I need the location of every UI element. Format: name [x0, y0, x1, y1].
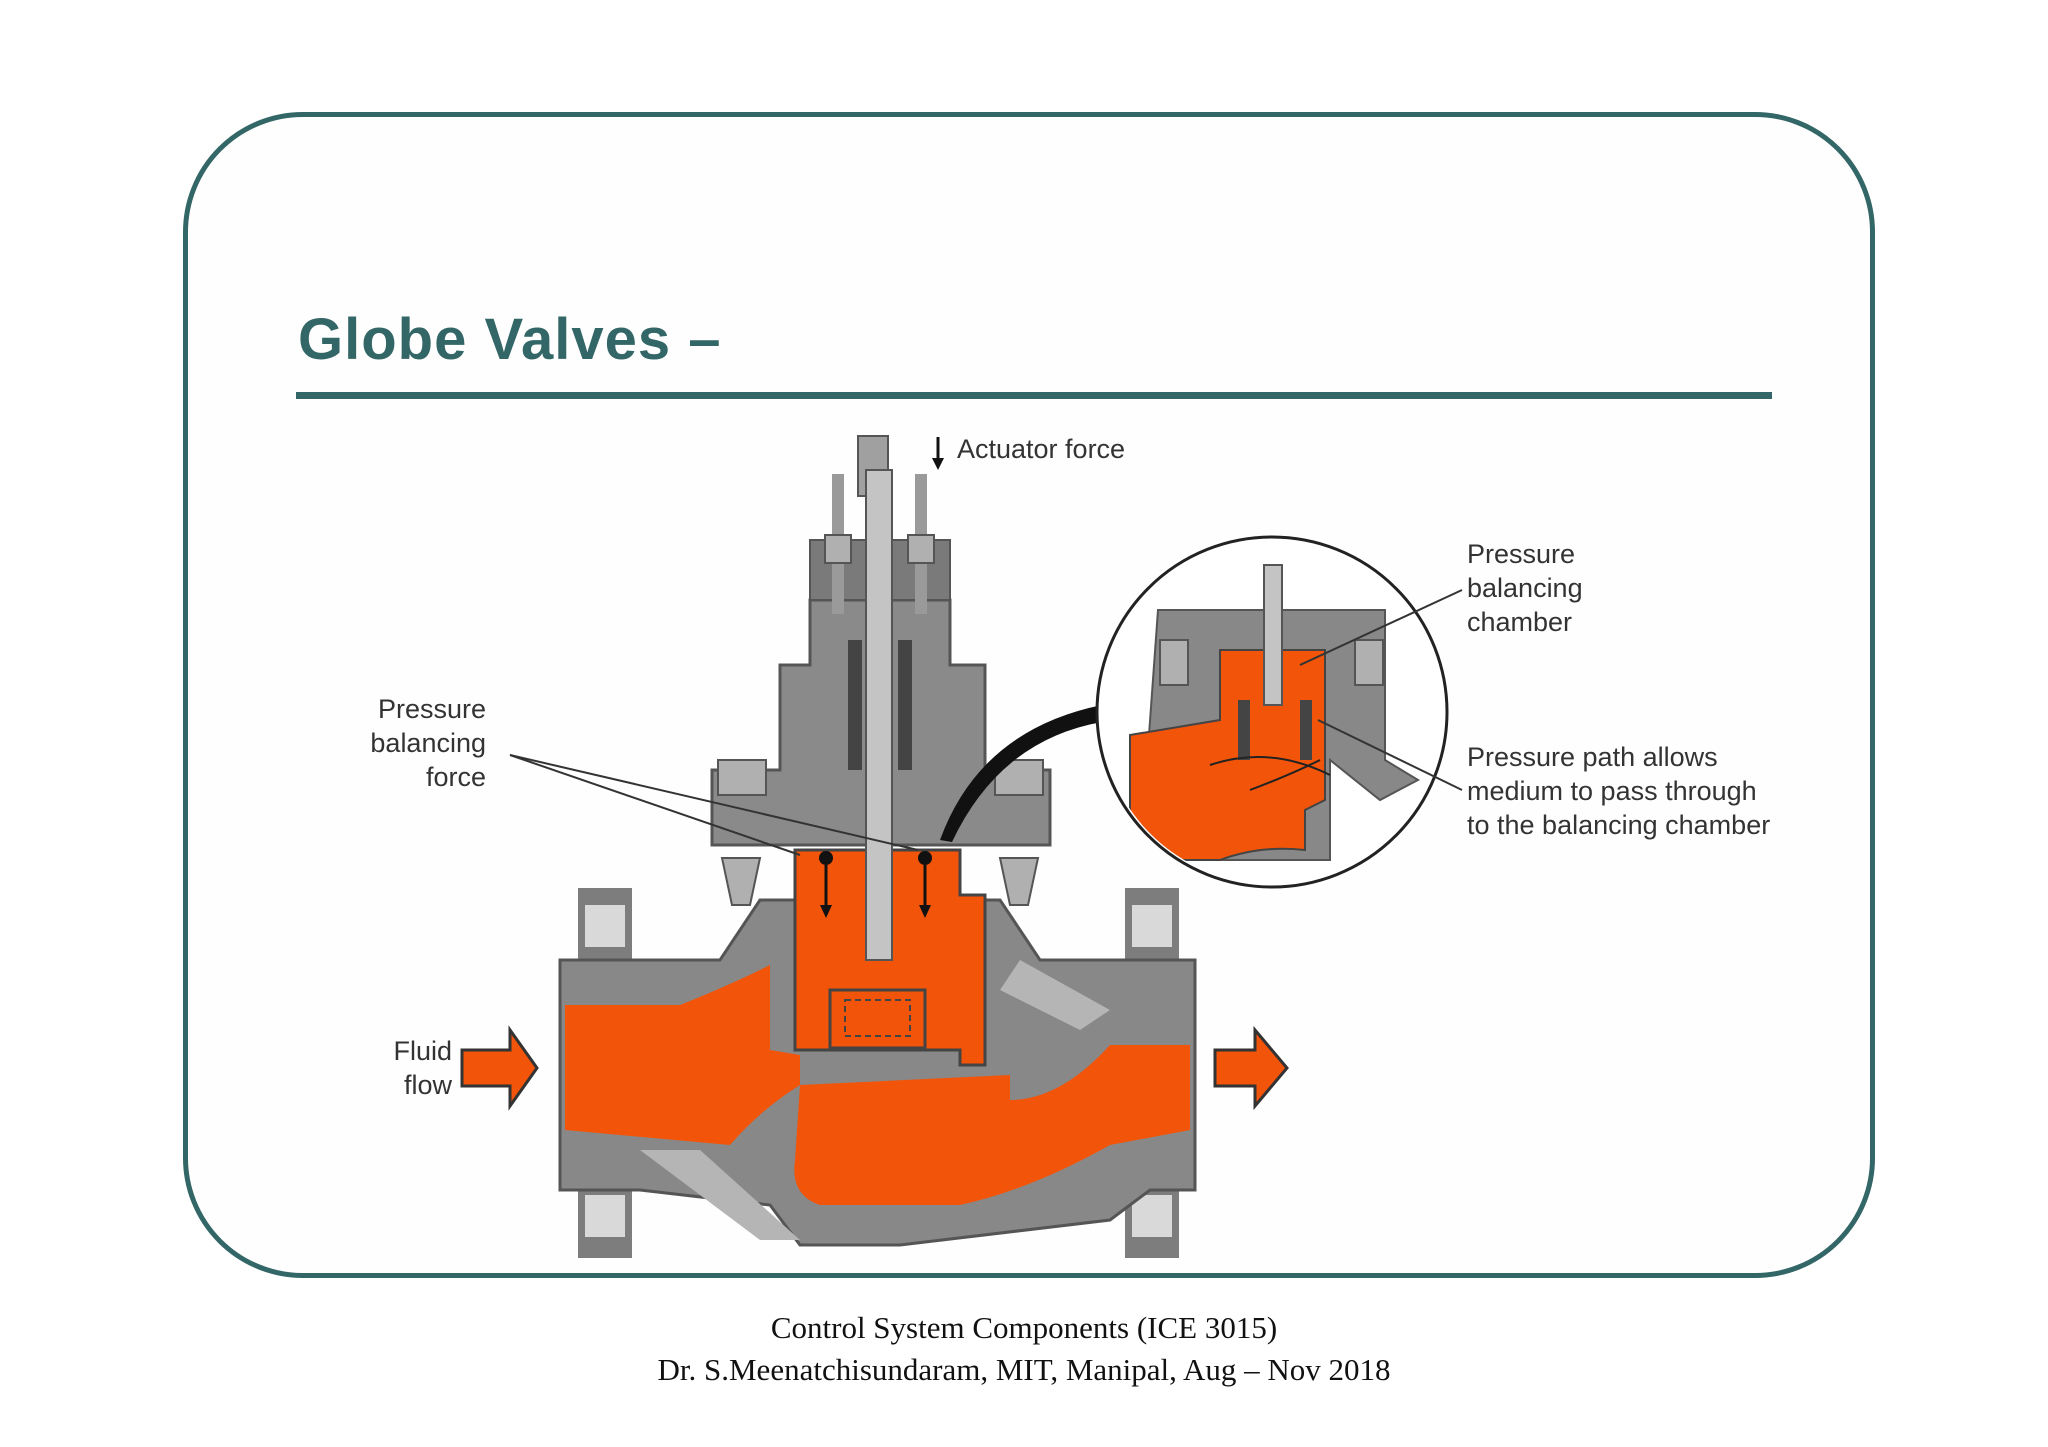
actuator-force-arrow [932, 437, 944, 470]
globe-valve-diagram: Actuator force Pressure balancing force … [370, 434, 1770, 1258]
leader-line [509, 754, 919, 851]
slide-title: Globe Valves – [298, 307, 722, 372]
inlet-flow-arrow [460, 1025, 539, 1111]
fluid-flow-label-1: Fluid [393, 1036, 452, 1066]
detail-callout-connector [940, 705, 1102, 842]
footer-course: Control System Components (ICE 3015) [770, 1310, 1278, 1345]
pressure-balancing-force-label-2: balancing [370, 728, 486, 758]
fluid-flow-label-2: flow [404, 1070, 453, 1100]
actuator-force-label: Actuator force [957, 434, 1125, 464]
balancing-force-arrows [819, 851, 932, 918]
footer-author: Dr. S.Meenatchisundaram, MIT, Manipal, A… [657, 1352, 1391, 1387]
pressure-balancing-force-label-3: force [426, 762, 486, 792]
detail-view [1095, 535, 1449, 889]
pressure-path-label-1: Pressure path allows [1467, 742, 1718, 772]
pressure-path-label-3: to the balancing chamber [1467, 810, 1770, 840]
pressure-path-label-2: medium to pass through [1467, 776, 1757, 806]
balancing-chamber-label-1: Pressure [1467, 539, 1575, 569]
leader-line [1299, 589, 1463, 666]
leader-line [1317, 719, 1463, 791]
outlet-flow-arrow [1213, 1025, 1289, 1111]
balancing-chamber-label-2: balancing [1467, 573, 1583, 603]
pressure-balancing-force-label-1: Pressure [378, 694, 486, 724]
title-underline [296, 392, 1772, 399]
valve-stem [857, 435, 893, 961]
fluid-passage [565, 848, 1190, 1205]
leader-line [509, 754, 801, 856]
balancing-chamber-label-3: chamber [1467, 607, 1572, 637]
